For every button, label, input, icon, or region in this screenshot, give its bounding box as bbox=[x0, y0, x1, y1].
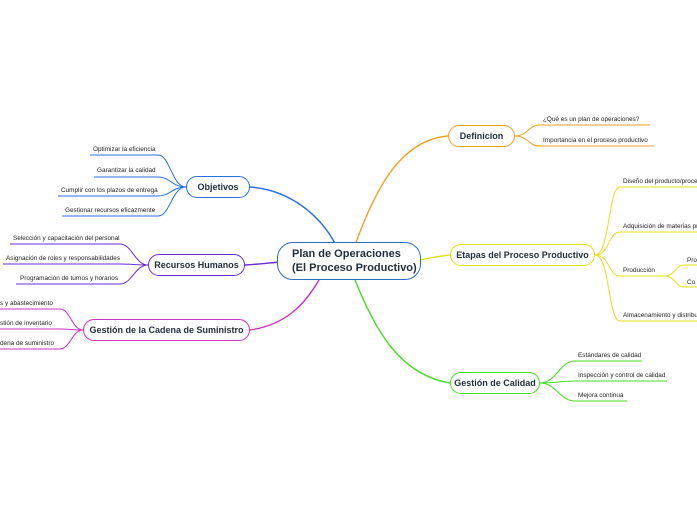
root-title-line2: (El Proceso Productivo) bbox=[292, 262, 417, 274]
leaf-suministro-3[interactable]: dena de suministro bbox=[0, 340, 54, 347]
branch-suministro bbox=[249, 277, 321, 331]
branch-calidad bbox=[354, 279, 451, 384]
topic-objetivos[interactable]: Objetivos bbox=[186, 176, 250, 198]
leaf-etapas-1[interactable]: Diseño del producto/proce bbox=[623, 178, 697, 185]
leaf-objetivos-4[interactable]: Gestionar recursos eficazmente bbox=[65, 207, 156, 214]
root-topic[interactable]: Plan de Operaciones (El Proceso Producti… bbox=[277, 242, 421, 280]
leaf-produccion-sub-2[interactable]: Co bbox=[687, 279, 696, 286]
leaf-rrhh-2[interactable]: Asignación de roles y responsabilidades bbox=[6, 255, 121, 262]
leaf-calidad-1[interactable]: Estándares de calidad bbox=[578, 352, 642, 359]
leaf-rrhh-1[interactable]: Selección y capacitación del personal bbox=[13, 235, 120, 242]
root-title-line1: Plan de Operaciones bbox=[292, 248, 401, 260]
leaf-etapas-2[interactable]: Adquisición de materias pr bbox=[623, 223, 697, 230]
branch-objetivos bbox=[249, 186, 337, 246]
leaf-produccion-sub-1[interactable]: Pro bbox=[687, 257, 697, 264]
leaf-objetivos-3[interactable]: Cumplir con los plazos de entrega bbox=[61, 187, 158, 194]
leaf-objetivos-2[interactable]: Garantizar la calidad bbox=[97, 167, 156, 174]
branch-etapas bbox=[419, 254, 451, 261]
leaf-suministro-2[interactable]: stión de inventario bbox=[0, 320, 52, 327]
leaf-calidad-3[interactable]: Mejora continua bbox=[578, 392, 624, 399]
leaf-etapas-4[interactable]: Almacenamiento y distribu bbox=[623, 312, 697, 319]
leaf-definicion-1[interactable]: ¿Qué es un plan de operaciones? bbox=[543, 116, 640, 123]
topic-calidad[interactable]: Gestión de Calidad bbox=[450, 372, 540, 394]
topic-etapas[interactable]: Etapas del Proceso Productivo bbox=[450, 244, 595, 266]
leaf-definicion-2[interactable]: Importancia en el proceso productivo bbox=[543, 137, 648, 144]
topic-rrhh[interactable]: Recursos Humanos bbox=[148, 254, 245, 276]
branch-rrhh bbox=[244, 261, 281, 266]
leaf-calidad-2[interactable]: Inspección y control de calidad bbox=[578, 372, 666, 379]
leaf-objetivos-1[interactable]: Optimizar la eficiencia bbox=[93, 146, 156, 153]
leaf-etapas-3[interactable]: Producción bbox=[623, 267, 655, 274]
leaf-rrhh-3[interactable]: Programación de turnos y horarios bbox=[20, 275, 119, 282]
topic-suministro[interactable]: Gestión de la Cadena de Suministro bbox=[83, 319, 250, 341]
leaf-suministro-1[interactable]: s y abastecimiento bbox=[0, 300, 53, 307]
topic-definicion[interactable]: Definicion bbox=[448, 125, 515, 147]
branch-definicion bbox=[354, 135, 449, 246]
